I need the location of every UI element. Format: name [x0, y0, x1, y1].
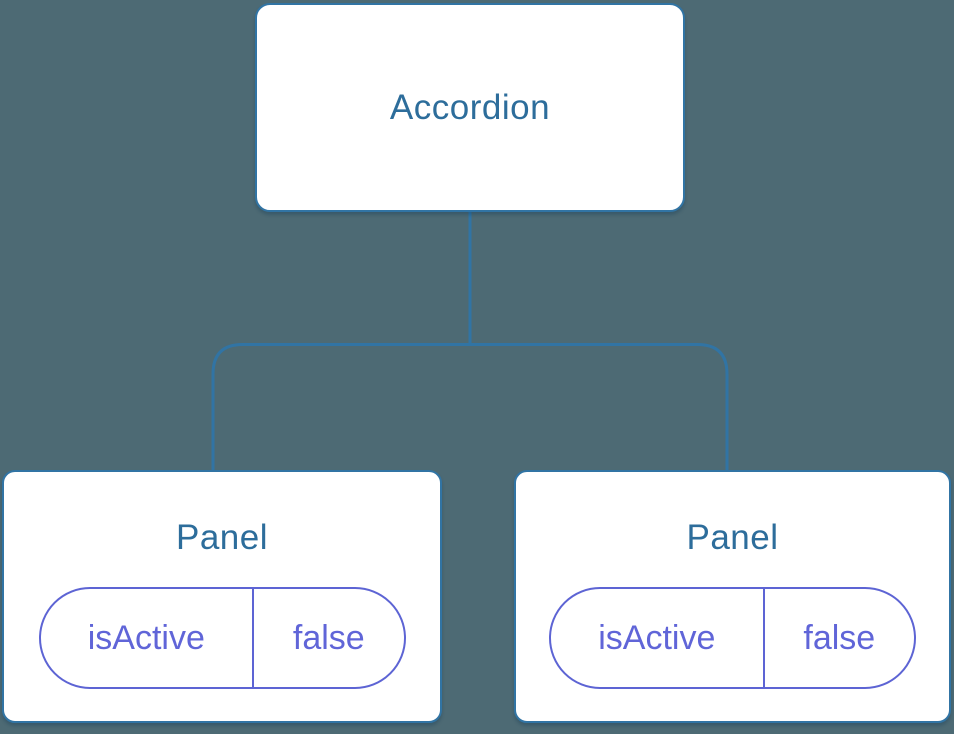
prop-name-cell: isActive — [598, 618, 716, 657]
connector-branch — [211, 343, 729, 470]
panel-title: Panel — [686, 518, 779, 557]
prop-pill: isActive false — [549, 587, 916, 689]
prop-name-cell: isActive — [87, 618, 205, 657]
root-node-accordion: Accordion — [255, 3, 685, 212]
panel-node-left: Panel isActive false — [2, 470, 442, 723]
panel-title: Panel — [175, 518, 269, 557]
prop-pill: isActive false — [38, 587, 406, 689]
panel-node-right: Panel isActive false — [514, 470, 951, 723]
prop-value-cell: false — [762, 589, 914, 687]
root-node-label: Accordion — [389, 87, 551, 127]
prop-value-cell: false — [252, 589, 403, 687]
